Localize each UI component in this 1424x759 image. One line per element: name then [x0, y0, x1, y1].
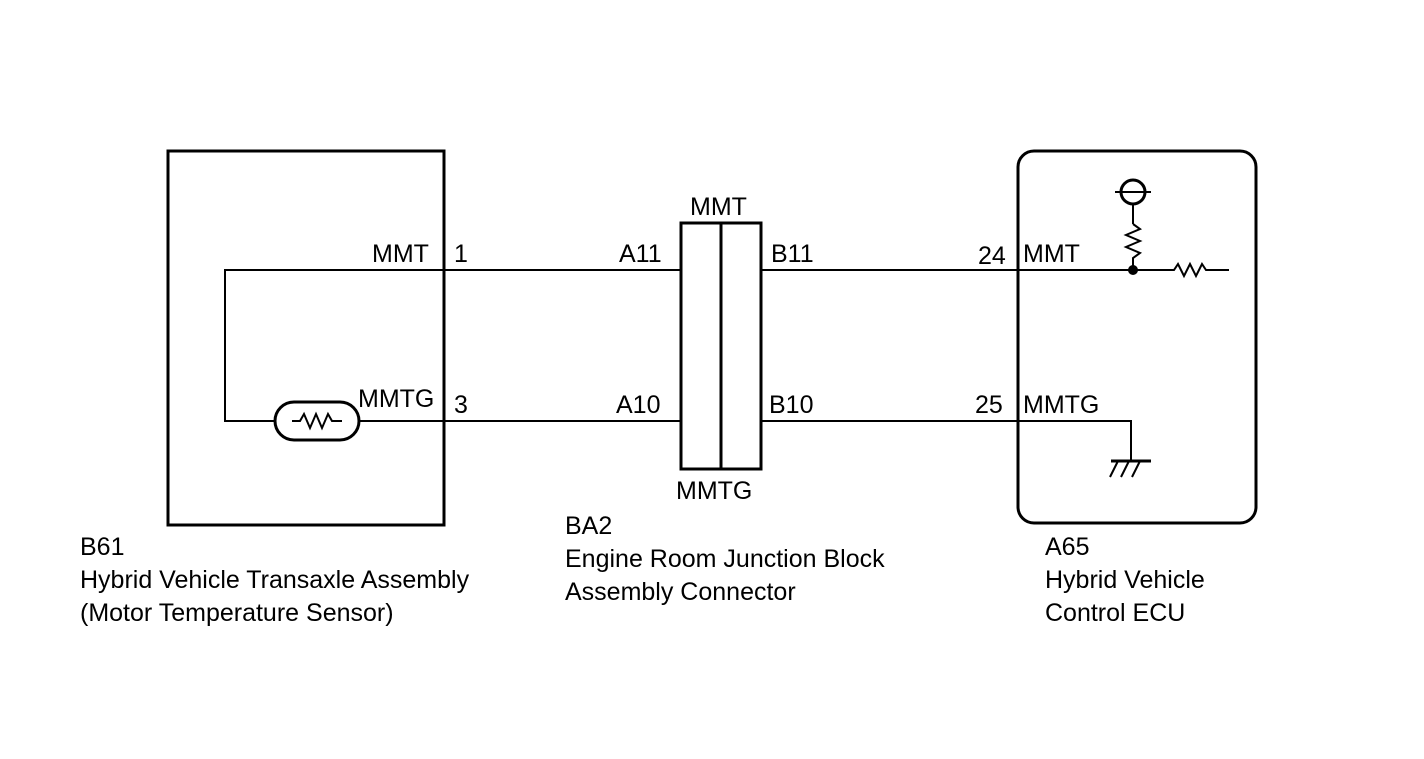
ecu-pin-mmt-number: 24 [978, 242, 1006, 270]
sensor-box [166, 149, 446, 527]
ecu-box [1016, 149, 1258, 525]
ecu-mmtg-wire [1018, 420, 1132, 461]
junction-pin-b10: B10 [769, 391, 814, 419]
thermistor-icon [273, 400, 361, 442]
junction-pin-a10: A10 [616, 391, 661, 419]
sensor-name-line2: (Motor Temperature Sensor) [80, 599, 394, 627]
series-resistor-icon [1170, 261, 1229, 279]
sensor-code: B61 [80, 533, 125, 561]
ground-icon [1109, 459, 1151, 478]
ecu-pin-mmtg-signal: MMTG [1023, 391, 1100, 419]
ecu-pin-mmt-signal: MMT [1023, 240, 1080, 268]
junction-top-label: MMT [690, 193, 747, 221]
sensor-pin-mmt-signal: MMT [372, 240, 429, 268]
sensor-name-line1: Hybrid Vehicle Transaxle Assembly [80, 566, 470, 594]
ecu-caption: A65 Hybrid Vehicle Control ECU [1045, 531, 1205, 630]
junction-code: BA2 [565, 512, 613, 540]
junction-name-line1: Engine Room Junction Block [565, 545, 885, 573]
ecu-code: A65 [1045, 533, 1090, 561]
ecu-name-line2: Control ECU [1045, 599, 1186, 627]
sensor-pin-mmtg-number: 3 [454, 391, 468, 419]
junction-bottom-label: MMTG [676, 477, 753, 505]
ecu-name-line1: Hybrid Vehicle [1045, 566, 1205, 594]
voltage-source-icon [1115, 178, 1151, 206]
sensor-pin-mmt-number: 1 [454, 240, 468, 268]
sensor-pin-mmtg-signal: MMTG [358, 385, 435, 413]
junction-caption: BA2 Engine Room Junction Block Assembly … [565, 510, 885, 609]
sensor-caption: B61 Hybrid Vehicle Transaxle Assembly (M… [80, 531, 469, 630]
junction-pin-a11: A11 [619, 240, 662, 268]
pullup-resistor-icon [1123, 204, 1143, 270]
sensor-internal-wire [224, 269, 444, 422]
junction-pin-b11: B11 [771, 240, 814, 268]
junction-name-line2: Assembly Connector [565, 578, 796, 606]
ecu-pin-mmtg-number: 25 [975, 391, 1003, 419]
